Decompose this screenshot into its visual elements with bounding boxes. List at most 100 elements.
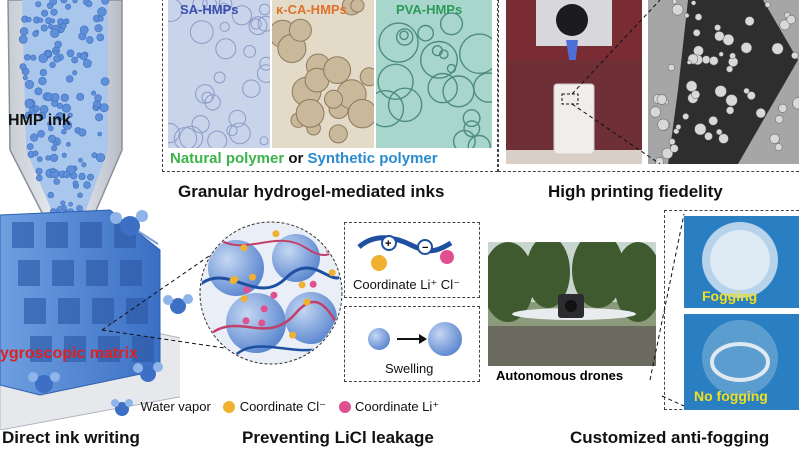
ink-bubble: [65, 3, 72, 10]
sa-microsphere: [168, 0, 183, 22]
ink-bubble: [37, 130, 45, 138]
ink-bubble: [53, 50, 59, 55]
filament-pore: [654, 157, 665, 164]
swelling-box: Swelling: [344, 306, 480, 382]
ink-bubble: [41, 9, 49, 17]
pva-microsphere: [473, 72, 492, 103]
ink-bubble: [50, 167, 56, 173]
natural-polymer-text: Natural polymer: [170, 150, 285, 167]
filament-pore: [771, 42, 784, 55]
coordinate-box: + − Coordinate Li⁺ Cl⁻: [344, 222, 480, 298]
ink-bubble: [95, 113, 104, 122]
ink-bubble: [62, 19, 67, 25]
ink-bubble: [63, 171, 71, 179]
pva-microsphere: [395, 28, 414, 46]
filament-pore: [792, 97, 799, 110]
ink-bubble: [18, 34, 28, 44]
sa-microsphere: [257, 15, 270, 32]
drone-photo: [488, 242, 656, 366]
sa-microsphere: [226, 125, 238, 137]
ink-bubble: [24, 98, 34, 109]
sa-microsphere: [228, 122, 251, 145]
filament-pore: [671, 0, 678, 5]
ink-bubble: [96, 153, 106, 163]
ink-bubble: [24, 80, 34, 90]
legend-chloride: Coordinate Cl⁻: [239, 399, 327, 415]
filament-pore: [657, 118, 670, 131]
sa-microsphere: [243, 45, 257, 58]
ink-bubble: [72, 0, 78, 4]
lattice-cell: [92, 298, 114, 324]
sa-microsphere: [248, 16, 268, 36]
ink-bubble: [96, 33, 105, 42]
lattice-cell: [46, 222, 68, 248]
ink-bubble: [60, 93, 69, 102]
ink-bubble: [60, 200, 66, 206]
ink-bubble: [81, 162, 87, 168]
filament-pore: [694, 13, 703, 21]
caption-granular-inks: Granular hydrogel-mediated inks: [178, 182, 445, 201]
ink-bubble: [19, 63, 27, 71]
ink-bubble: [26, 143, 34, 150]
water-vapor-legend-icon: [111, 399, 133, 416]
ink-bubble: [83, 181, 91, 189]
lattice-cell: [64, 336, 86, 362]
pva-microsphere: [377, 63, 414, 101]
sa-microsphere: [207, 130, 228, 148]
ink-bubble: [56, 113, 64, 121]
no-fogging-photo: No fogging: [684, 314, 799, 410]
ink-bubble: [48, 125, 54, 132]
chloride-ion: [272, 230, 280, 238]
ink-bubble: [97, 15, 104, 22]
svg-text:−: −: [422, 242, 428, 254]
lithium-ion: [270, 291, 278, 299]
ink-bubble: [39, 68, 48, 77]
filament-pore: [764, 1, 771, 8]
sa-microsphere: [213, 71, 226, 84]
ca-microsphere: [347, 99, 374, 129]
ink-bubble: [61, 152, 67, 158]
legend-lithium: Coordinate Li⁺: [354, 399, 440, 415]
micrograph-panel: [162, 0, 498, 172]
filament-pore: [701, 55, 711, 64]
sa-hmps-label: SA-HMPs: [180, 2, 239, 17]
legend: Water vapor Coordinate Cl⁻ Coordinate Li…: [110, 396, 439, 418]
ink-bubble: [25, 16, 32, 23]
filament-pore: [791, 51, 799, 60]
pva-microsphere: [439, 12, 464, 36]
chloride-ion: [249, 273, 256, 281]
ink-bubble: [61, 129, 67, 135]
ink-bubble: [79, 52, 88, 61]
caption-licl-leakage: Preventing LiCl leakage: [242, 428, 434, 447]
sa-microsphere: [179, 125, 204, 148]
pva-microsphere: [376, 90, 405, 128]
sa-microsphere: [189, 20, 214, 44]
ink-bubble: [50, 8, 58, 16]
sa-microsphere: [256, 64, 270, 83]
ink-bubble: [71, 56, 79, 64]
caption-anti-fogging: Customized anti-fogging: [570, 428, 770, 447]
filament-pore: [668, 138, 676, 146]
lithium-ion: [258, 319, 266, 327]
ca-microsphere: [324, 89, 343, 109]
ink-bubble: [66, 141, 71, 147]
filament-pore: [722, 34, 735, 46]
ink-bubble: [78, 157, 83, 163]
chloride-ion: [289, 331, 297, 339]
fogging-label: Fogging: [702, 288, 758, 304]
ink-nozzle-illustration: [0, 0, 180, 430]
ink-bubble: [24, 54, 31, 61]
lithium-ion: [207, 227, 215, 235]
ink-bubble: [32, 105, 40, 113]
ink-bubble: [47, 23, 54, 30]
drones-label: Autonomous drones: [496, 368, 624, 383]
pva-microsphere: [462, 109, 481, 128]
pva-hmps-label: PVA-HMPs: [396, 2, 463, 17]
ink-bubble: [35, 1, 42, 8]
ink-bubble: [32, 30, 39, 37]
sa-microsphere: [231, 5, 253, 26]
ink-bubble: [62, 120, 73, 130]
ink-bubble: [51, 145, 58, 152]
lattice-cell: [30, 336, 52, 362]
pva-microsphere: [387, 87, 423, 123]
